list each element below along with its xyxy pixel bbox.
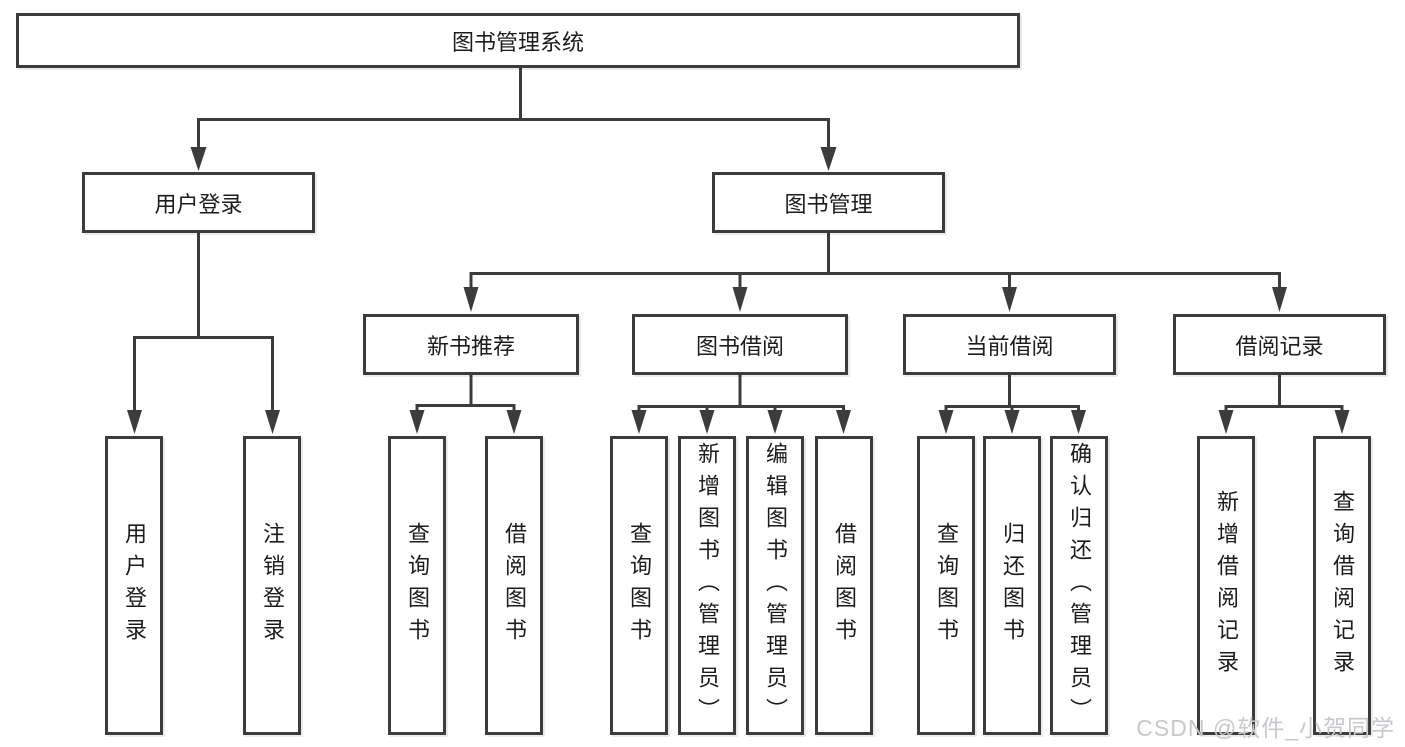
arrowhead <box>506 410 522 434</box>
connector-line <box>469 272 1281 290</box>
node-user-login: 用户登录 <box>82 172 315 233</box>
arrowhead <box>767 410 783 434</box>
arrowhead <box>463 287 479 312</box>
arrowhead <box>1218 410 1234 434</box>
node-current-borrowing: 当前借阅 <box>903 314 1116 375</box>
node-leaf-borrow-books-1: 借阅图书 <box>485 436 543 735</box>
watermark-text: CSDN @软件_小贺同学 <box>1136 715 1395 741</box>
node-leaf-confirm-return-admin: 确认归还（管理员） <box>1050 436 1108 735</box>
arrowhead <box>938 410 954 434</box>
arrowhead <box>1004 410 1020 434</box>
arrowhead <box>1334 410 1350 434</box>
node-new-book-recommendation: 新书推荐 <box>363 314 579 375</box>
arrowhead <box>699 410 715 434</box>
arrowhead <box>1002 287 1017 312</box>
node-leaf-query-books-1: 查询图书 <box>388 436 446 735</box>
connector-line <box>133 336 274 412</box>
arrowhead <box>1071 410 1086 434</box>
arrowhead <box>265 410 280 434</box>
arrowhead <box>820 147 837 171</box>
node-leaf-query-books-2: 查询图书 <box>610 436 668 735</box>
node-leaf-logout: 注销登录 <box>243 436 301 735</box>
connector-line <box>415 404 516 412</box>
arrowhead <box>836 410 851 434</box>
node-book-borrowing: 图书借阅 <box>632 314 848 375</box>
connector-line <box>197 118 830 150</box>
node-leaf-edit-books-admin: 编辑图书（管理员） <box>746 436 804 735</box>
connector-line <box>1224 405 1344 412</box>
arrowhead <box>631 410 647 434</box>
connector-line <box>637 405 845 412</box>
arrowhead <box>409 410 425 434</box>
node-leaf-query-borrow-record: 查询借阅记录 <box>1313 436 1371 735</box>
node-leaf-return-books: 归还图书 <box>983 436 1041 735</box>
node-root-library-system: 图书管理系统 <box>16 13 1020 68</box>
arrowhead <box>190 147 207 171</box>
node-book-management: 图书管理 <box>712 172 945 233</box>
node-leaf-add-books-admin: 新增图书（管理员） <box>678 436 736 735</box>
node-borrowing-records: 借阅记录 <box>1173 314 1386 375</box>
node-leaf-user-login: 用户登录 <box>105 436 163 735</box>
arrowhead <box>732 287 748 312</box>
node-leaf-query-books-3: 查询图书 <box>917 436 975 735</box>
arrowhead <box>1272 287 1287 312</box>
node-leaf-add-borrow-record: 新增借阅记录 <box>1197 436 1255 735</box>
node-leaf-borrow-books-2: 借阅图书 <box>815 436 873 735</box>
arrowhead <box>127 410 142 434</box>
